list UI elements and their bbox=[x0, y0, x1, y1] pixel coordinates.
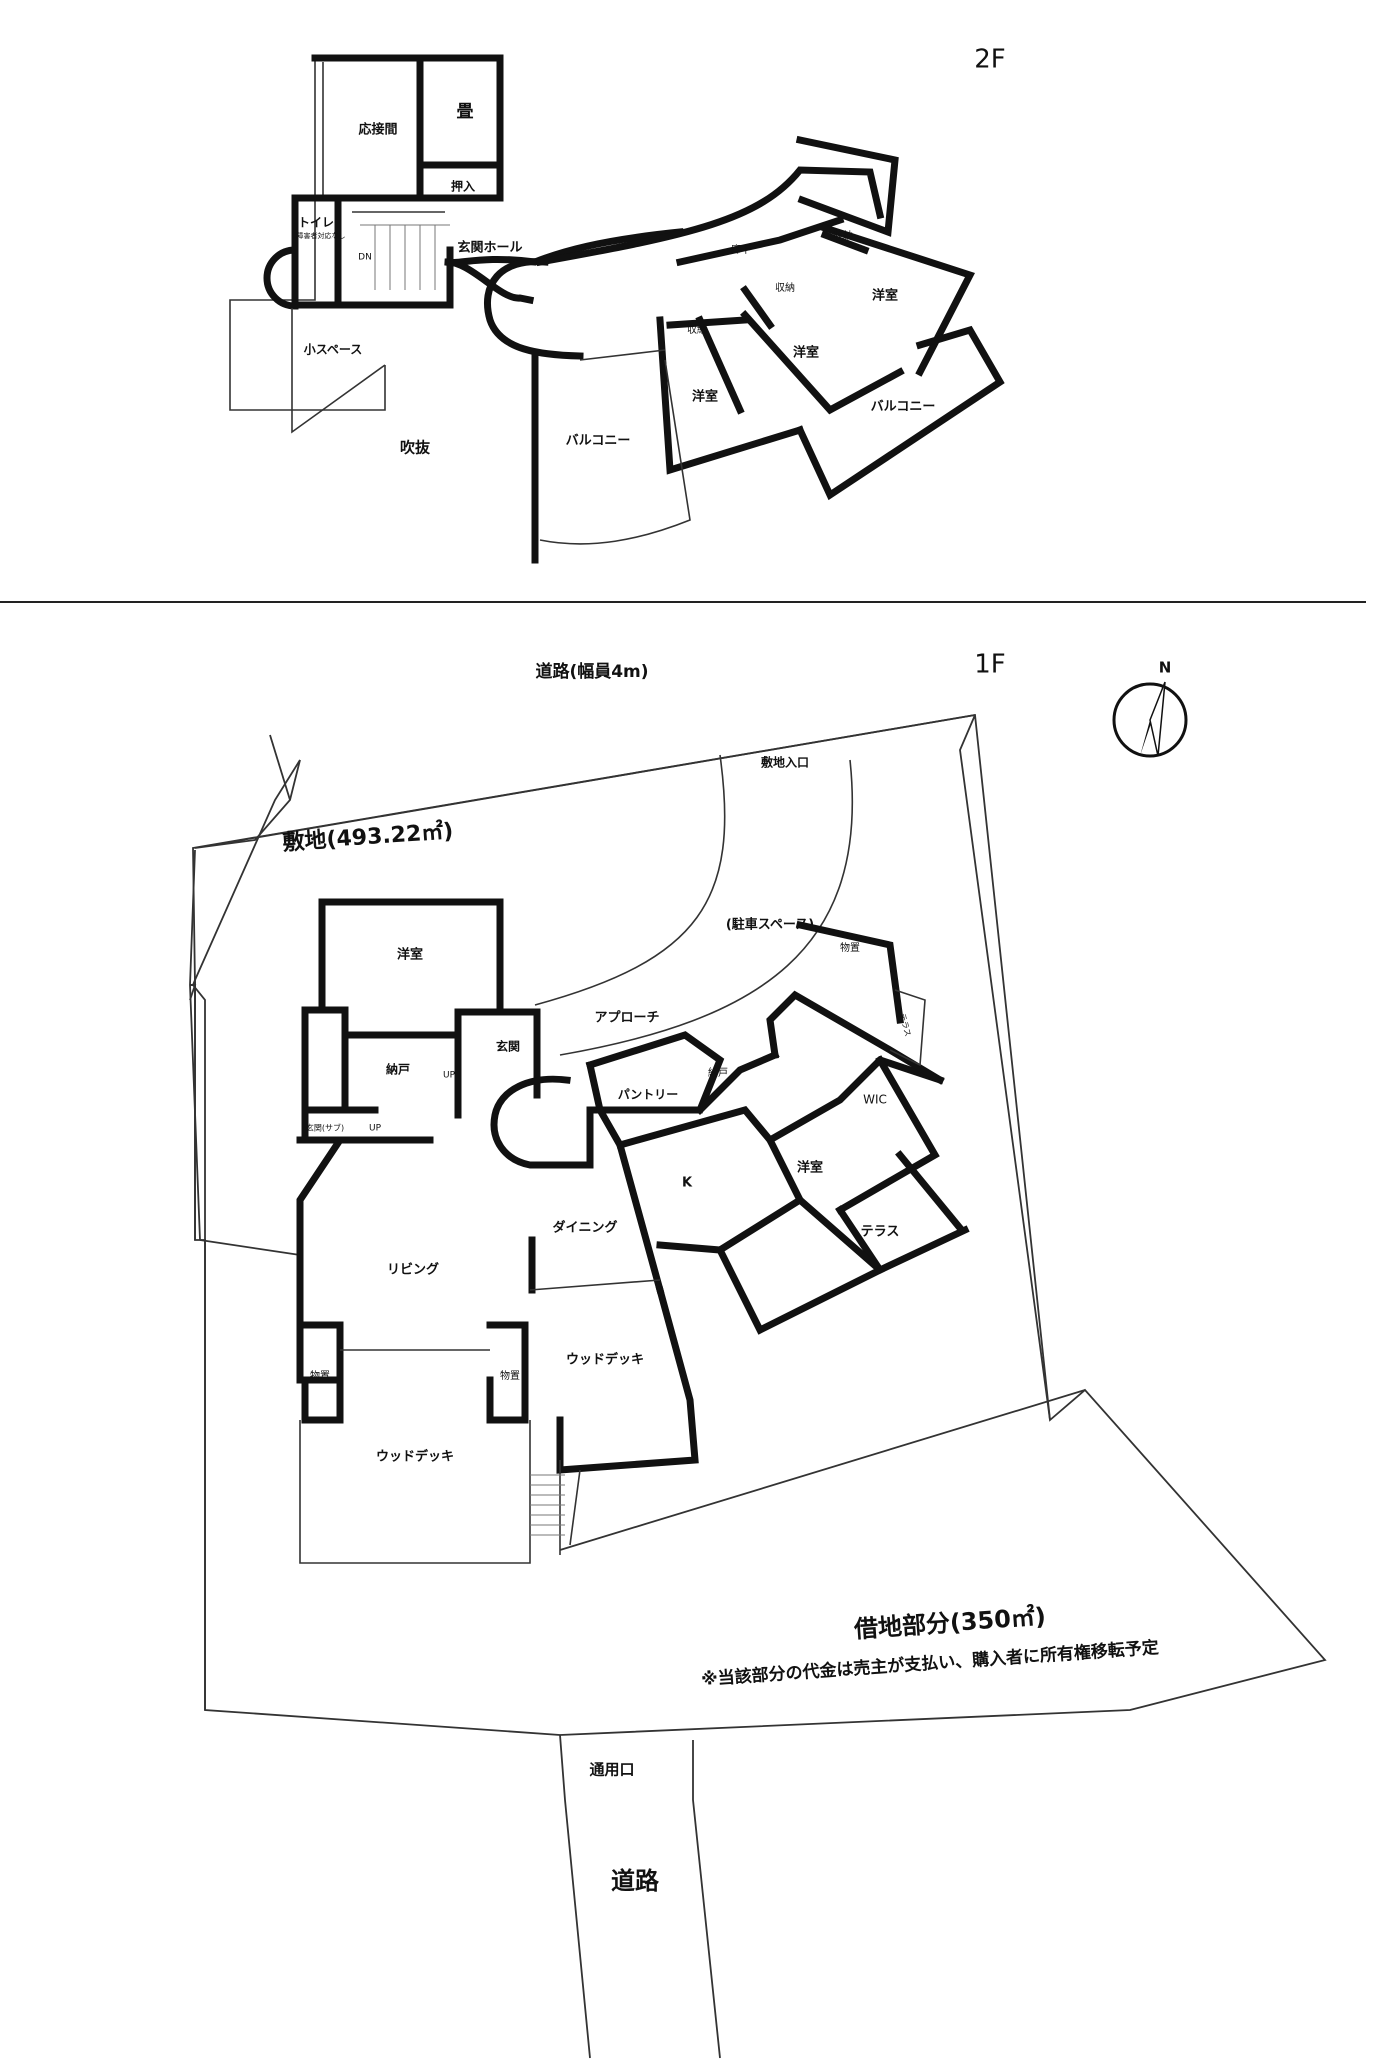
floor-2-label: 2F bbox=[974, 45, 1006, 75]
wood-deck-bottom-label: ウッドデッキ bbox=[376, 1449, 454, 1465]
north-road-label: 道路(幅員4m) bbox=[535, 661, 648, 682]
service-gate-label: 通用口 bbox=[589, 1761, 634, 1779]
wic-label: WIC bbox=[863, 1093, 887, 1107]
tatami-room-label: 畳 bbox=[457, 102, 474, 122]
western-room-top-label: 洋室 bbox=[397, 947, 423, 963]
approach-label: アプローチ bbox=[594, 1011, 659, 1026]
small-space-label: 小スペース bbox=[304, 342, 363, 357]
entrance-hall-label: 玄関ホール bbox=[457, 240, 522, 256]
stair-down-label: DN bbox=[358, 253, 372, 263]
south-road-label: 道路 bbox=[611, 1867, 660, 1895]
floor-1-plan bbox=[189, 681, 1327, 2059]
oshiire-label: 押入 bbox=[451, 179, 475, 194]
balcony-b-label: バルコニー bbox=[871, 400, 936, 415]
western-room-right-label: 洋室 bbox=[797, 1160, 823, 1176]
storage-b-label: 収納 bbox=[775, 281, 795, 294]
site-entrance-label: 敷地入口 bbox=[761, 755, 809, 770]
stair-up-b-label: UP bbox=[369, 1124, 382, 1134]
shed-right-label: 物置 bbox=[500, 1369, 520, 1382]
floor-2-plan bbox=[229, 54, 1005, 564]
balcony-a-label: バルコニー bbox=[566, 434, 631, 449]
reception-room-label: 応接間 bbox=[358, 122, 397, 138]
wood-deck-right-label: ウッドデッキ bbox=[566, 1352, 644, 1368]
storage-shed-label: 物置 bbox=[840, 941, 860, 954]
north-label: N bbox=[1159, 659, 1172, 677]
leased-note-label: ※当該部分の代金は売主が支払い、購入者に所有権移転予定 bbox=[701, 1637, 1160, 1690]
nando-left-label: 納戸 bbox=[386, 1062, 410, 1077]
terrace-small-label: テラス bbox=[898, 1012, 913, 1037]
kitchen-label: K bbox=[682, 1176, 693, 1191]
storage-a-label: 収納 bbox=[833, 229, 853, 242]
western-room-c-label: 洋室 bbox=[692, 389, 718, 405]
parking-label: (駐車スペース) bbox=[726, 917, 814, 933]
genkan-label: 玄関 bbox=[496, 1039, 520, 1054]
north-arrow-icon bbox=[1112, 681, 1188, 758]
toilet-label: トイレ bbox=[298, 216, 334, 230]
site-area-label: 敷地(493.22㎡) bbox=[282, 818, 454, 856]
sub-genkan-label: 玄関(サブ) bbox=[306, 1123, 344, 1133]
shed-left-label: 物置 bbox=[310, 1369, 330, 1382]
toilet-note-label: 障害者対応なし bbox=[297, 231, 346, 240]
terrace-label: テラス bbox=[861, 1225, 900, 1240]
western-room-a-label: 洋室 bbox=[872, 288, 898, 304]
leased-land-label: 借地部分(350㎡) bbox=[852, 1602, 1047, 1643]
western-room-b-label: 洋室 bbox=[793, 345, 819, 361]
dining-label: ダイニング bbox=[552, 1220, 617, 1236]
pantry-label: パントリー bbox=[618, 1088, 679, 1102]
storage-c-label: 収納 bbox=[687, 323, 707, 336]
floor-1-label: 1F bbox=[974, 650, 1006, 680]
nando-right-label: 納戸 bbox=[708, 1066, 728, 1079]
corridor-label: 廊下 bbox=[731, 243, 751, 256]
stair-up-a-label: UP bbox=[443, 1071, 456, 1081]
atrium-label: 吹抜 bbox=[400, 439, 431, 457]
living-label: リビング bbox=[387, 1262, 439, 1278]
